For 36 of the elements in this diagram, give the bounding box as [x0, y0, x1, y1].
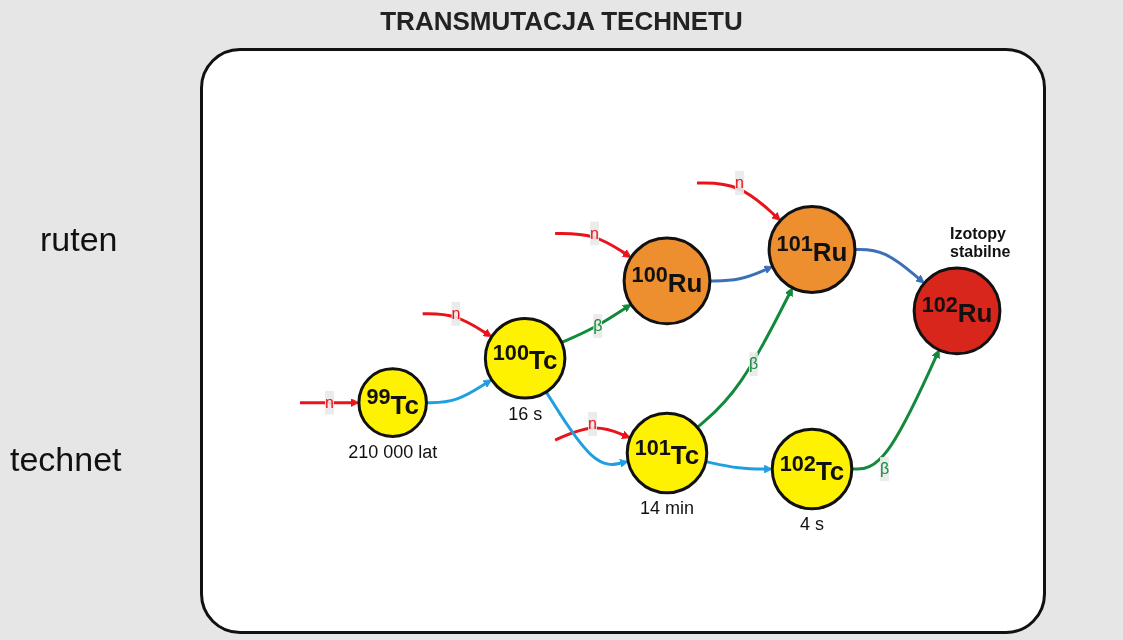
edge-label: β [879, 459, 890, 477]
edge-label: β [748, 354, 759, 372]
arrow [300, 397, 360, 407]
edge-label: β [593, 316, 603, 334]
arrow [561, 303, 632, 344]
arrow [696, 286, 793, 429]
diagram-title: TRANSMUTACJA TECHNETU [379, 6, 744, 37]
arrow [854, 247, 925, 284]
half-life-label: 210 000 lat [348, 441, 438, 463]
arrow [554, 426, 631, 442]
arrow [697, 181, 781, 221]
edge-label: n [451, 304, 461, 322]
arrow [705, 459, 773, 473]
node-circle: $^{99}$Tc [357, 366, 428, 438]
arrow [426, 378, 493, 404]
arrow [555, 231, 632, 258]
node-circle: $^{100}$Tc [483, 316, 567, 400]
node-circle: $^{102}$Ru [912, 266, 1002, 355]
edge-label: n [735, 173, 744, 191]
row-label: ruten [40, 220, 118, 259]
half-life-label: 4 s [800, 514, 825, 536]
arrow [709, 265, 774, 282]
node-circle: $^{100}$Ru [622, 236, 712, 325]
edge-label: n [325, 393, 334, 411]
half-life-label: 14 min [640, 498, 695, 520]
half-life-label: 16 s [508, 403, 543, 425]
node-circle: $^{101}$Ru [767, 204, 857, 294]
edge-label: n [588, 414, 598, 432]
arrow [545, 390, 629, 468]
edge-label: n [590, 224, 599, 242]
node-circle: $^{102}$Tc [770, 427, 854, 510]
brace-note: Izotopy stabilne [950, 225, 1012, 261]
arrow [422, 311, 493, 337]
row-label: technet [10, 440, 122, 479]
arrow [851, 349, 940, 471]
node-circle: $^{101}$Tc [625, 411, 709, 494]
